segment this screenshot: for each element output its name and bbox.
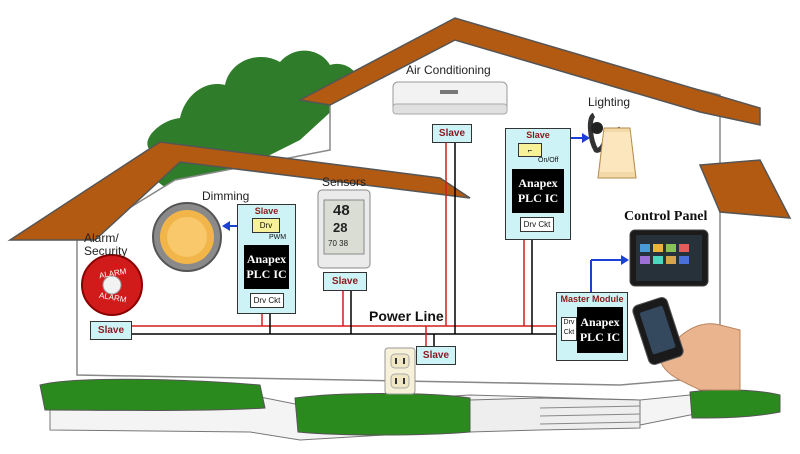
control-panel-tablet-icon	[629, 229, 709, 287]
pwm-label: PWM	[269, 234, 287, 241]
wall-outlet-icon	[384, 347, 416, 395]
alarm-security-label: Alarm/ Security	[84, 231, 128, 258]
alarm-bell-icon	[81, 254, 143, 316]
drv-ckt-box: Drv Ckt	[250, 293, 284, 308]
drv-box: Drv	[252, 218, 280, 233]
module-title: Slave	[526, 130, 550, 140]
plc-line2: PLC IC	[517, 191, 559, 205]
dimming-label: Dimming	[202, 189, 250, 203]
plc-line1: Anapex	[518, 176, 558, 190]
plc-line1: Anapex	[246, 252, 287, 266]
air-conditioning-slave-tag: Slave	[432, 124, 472, 143]
sensors-slave-tag: Slave	[323, 272, 367, 291]
alarm-slave-tag: Slave	[90, 321, 132, 340]
power-line-label: Power Line	[369, 308, 444, 324]
plc-line1: Anapex	[580, 315, 620, 329]
ceiling-lamp-icon	[152, 202, 222, 272]
master-drv-line2: Ckt	[563, 329, 575, 336]
thermostat-reading-mid: 28	[333, 220, 348, 235]
on-off-label: On/Off	[538, 157, 559, 164]
master-module-title: Master Module	[560, 294, 624, 304]
thermostat-reading-top: 48	[333, 202, 350, 219]
drv-ckt-box: Drv Ckt	[520, 217, 554, 232]
roofs	[7, 17, 792, 241]
master-drv-line1: Drv	[563, 319, 575, 326]
switch-box: ⌐	[518, 143, 542, 157]
lighting-label: Lighting	[588, 95, 631, 109]
air-conditioning-label: Air Conditioning	[406, 63, 491, 77]
module-title: Slave	[254, 206, 279, 216]
control-panel-label: Control Panel	[624, 209, 708, 224]
plc-line2: PLC IC	[246, 267, 287, 281]
outlet-slave-tag: Slave	[416, 346, 456, 365]
grass	[39, 378, 781, 436]
wall-lamp-icon	[587, 112, 637, 179]
thermostat-reading-bottom: 70 38	[328, 239, 349, 248]
air-conditioner-icon	[392, 81, 508, 115]
thermostat-icon	[317, 189, 371, 269]
sensors-label: Sensors	[322, 175, 367, 189]
smartphone-hand-icon	[632, 297, 741, 391]
plc-line2: PLC IC	[579, 330, 621, 344]
